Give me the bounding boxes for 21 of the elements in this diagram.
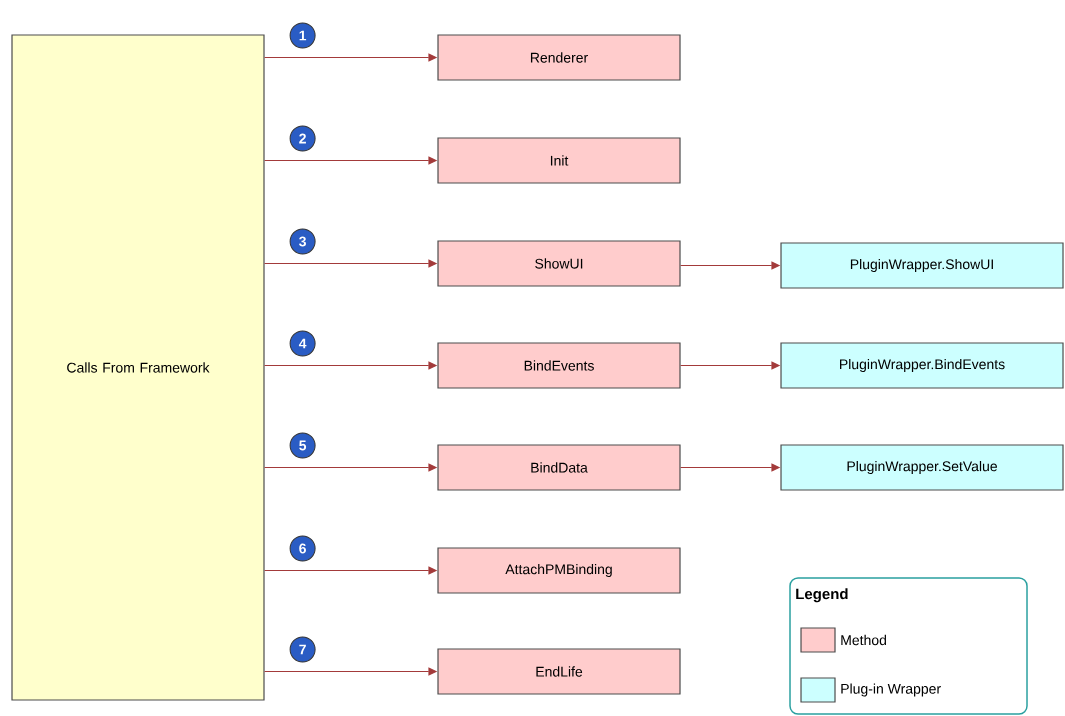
method-box: AttachPMBinding bbox=[437, 547, 681, 594]
legend-label: Method bbox=[841, 634, 886, 646]
wrapper-box: PluginWrapper.SetValue bbox=[780, 444, 1064, 491]
step-badge: 7 bbox=[289, 636, 316, 663]
method-box: Init bbox=[437, 137, 681, 184]
method-box: BindEvents bbox=[437, 342, 681, 389]
step-badge: 2 bbox=[289, 125, 316, 152]
framework-box: Calls From Framework bbox=[11, 34, 265, 701]
step-badge: 1 bbox=[289, 22, 316, 49]
legend-label: Plug-in Wrapper bbox=[841, 683, 941, 697]
method-box: BindData bbox=[437, 444, 681, 491]
wrapper-box: PluginWrapper.BindEvents bbox=[780, 342, 1064, 389]
step-badge: 6 bbox=[289, 535, 316, 562]
method-box: Renderer bbox=[437, 34, 681, 81]
step-badge: 3 bbox=[289, 228, 316, 255]
method-box: ShowUI bbox=[437, 240, 681, 287]
method-box: EndLife bbox=[437, 648, 681, 695]
wrapper-box: PluginWrapper.ShowUI bbox=[780, 242, 1064, 289]
legend-title: Legend bbox=[796, 588, 848, 603]
step-badge: 5 bbox=[289, 432, 316, 459]
step-badge: 4 bbox=[289, 330, 316, 357]
